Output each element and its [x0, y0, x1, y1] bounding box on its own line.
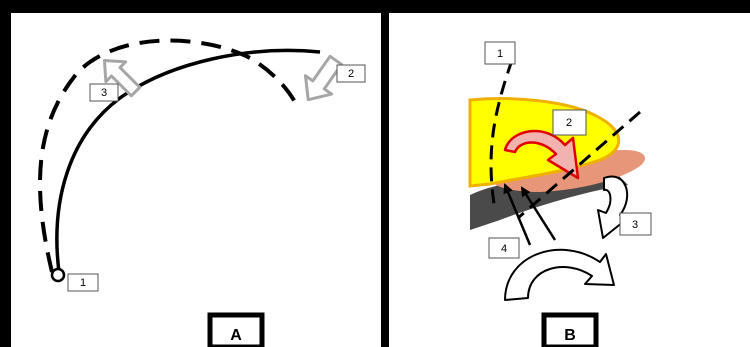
panel-b-callout-3-label: 3 — [632, 219, 638, 231]
panel-b-callout-1-label: 1 — [497, 48, 503, 60]
panel-a-start-point — [52, 269, 64, 281]
panel-a-callout-3-label: 3 — [101, 87, 107, 99]
panel-a-callout-1: 1 — [68, 274, 98, 291]
panel-b-callout-2-label: 2 — [566, 117, 572, 129]
panel-b-callout-1: 1 — [485, 42, 515, 64]
panel-a-callout-2: 2 — [337, 65, 365, 82]
panel-b-callout-2: 2 — [553, 110, 586, 135]
panel-a-callout-1-label: 1 — [80, 277, 86, 289]
panel-b-callout-4-label: 4 — [501, 243, 507, 255]
panel-a-callout-3: 3 — [90, 84, 118, 101]
panel-a-callout-2-label: 2 — [348, 68, 354, 80]
panel-b-label: B — [564, 327, 576, 344]
panel-b-label-box: B — [544, 315, 596, 347]
panel-b-callout-4: 4 — [489, 238, 519, 258]
panel-a-label-box: A — [210, 315, 262, 347]
panel-a-label: A — [230, 327, 242, 344]
panel-b-callout-3: 3 — [620, 213, 651, 235]
